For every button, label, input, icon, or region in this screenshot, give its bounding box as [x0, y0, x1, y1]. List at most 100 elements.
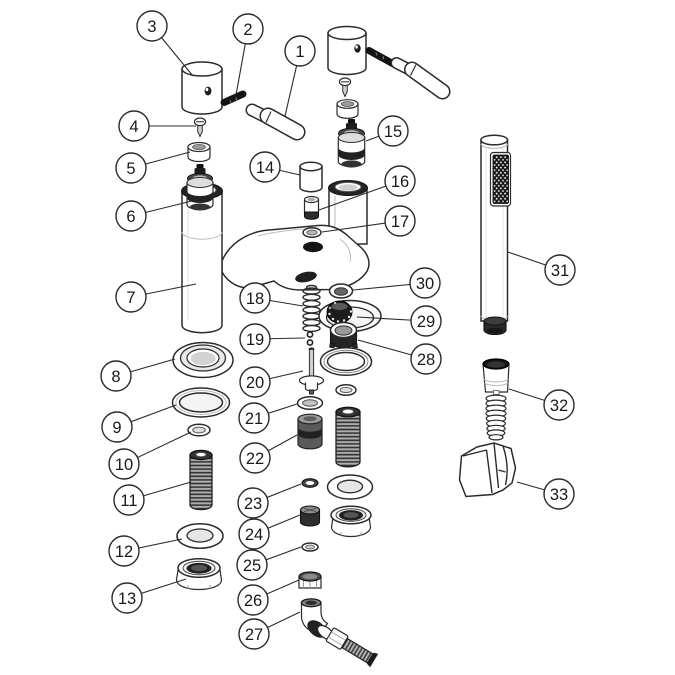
callout-circle: [249, 151, 281, 183]
shower-handset: [480, 134, 512, 336]
callout-number: 5: [126, 160, 135, 178]
callout-circle: [238, 618, 270, 650]
callout-number: 23: [244, 495, 262, 513]
check-valve: [297, 413, 323, 450]
wall-bracket: [458, 442, 517, 498]
diverter-gear: [326, 300, 353, 324]
callout-number: 13: [118, 590, 136, 608]
callout-30: 30: [352, 267, 441, 299]
callout-circle: [410, 343, 442, 375]
callout-layer: 1234567891011121314151617181920212223242…: [100, 10, 576, 650]
callout-21: 21: [238, 402, 298, 434]
washer-25: [301, 542, 319, 552]
callout-13: 13: [111, 578, 187, 614]
body-gasket: [319, 346, 373, 377]
callout-number: 6: [126, 208, 135, 226]
callout-circle: [239, 366, 271, 398]
callout-circle: [237, 487, 269, 519]
callout-circle: [237, 584, 269, 616]
callout-9: 9: [101, 404, 177, 443]
callout-number: 1: [295, 43, 304, 61]
shower-kit: [458, 134, 517, 498]
callout-number: 19: [246, 331, 264, 349]
valve-cartridge-right: [337, 119, 366, 168]
body-bridge: [221, 224, 370, 291]
spout-column: [318, 299, 382, 538]
callout-number: 18: [246, 290, 264, 308]
deck-port-hole: [303, 241, 323, 253]
callout-number: 31: [551, 262, 569, 280]
callout-circle: [409, 267, 441, 299]
callout-number: 14: [256, 159, 274, 177]
callout-number: 12: [115, 543, 133, 561]
callout-7: 7: [115, 281, 197, 313]
callout-26: 26: [237, 579, 300, 616]
backnut-center: [330, 505, 372, 538]
callout-number: 16: [391, 173, 409, 191]
callout-number: 24: [245, 526, 263, 544]
callout-circle: [238, 402, 270, 434]
callout-5: 5: [115, 151, 191, 184]
backnut-washer-left: [176, 522, 224, 550]
rod-o-ring: [296, 395, 324, 411]
handset-spray-face: [489, 151, 512, 207]
callout-circle: [410, 305, 442, 337]
hex-nut: [298, 571, 322, 589]
left-inlet-column: [171, 341, 234, 591]
callout-circle: [136, 10, 168, 42]
callout-circle: [108, 448, 140, 480]
handle-head-right: [327, 25, 367, 76]
handle-grub-pin-left: [220, 90, 247, 106]
callout-12: 12: [108, 535, 183, 567]
callout-circle: [239, 323, 271, 355]
callout-28: 28: [357, 339, 442, 375]
callout-circle: [236, 549, 268, 581]
callout-33: 33: [516, 478, 575, 510]
small-o-ring: [187, 423, 211, 437]
callout-25: 25: [236, 546, 302, 581]
micro-o-rings: [306, 331, 314, 346]
body-right-collar: [328, 180, 368, 196]
diverter-spring: [302, 284, 321, 333]
callout-number: 15: [384, 123, 402, 141]
callout-number: 27: [245, 626, 263, 644]
handle-head-left: [181, 61, 223, 115]
handle-bush-left: [187, 141, 211, 163]
callout-number: 21: [245, 410, 263, 428]
callout-2: 2: [232, 13, 264, 96]
callout-number: 22: [246, 450, 264, 468]
filter-cap: [299, 505, 321, 527]
callout-19: 19: [239, 323, 306, 355]
callout-circle: [100, 360, 132, 392]
diverter-column: [296, 284, 379, 668]
valve-cartridge-left: [186, 164, 214, 211]
hose-elbow: [300, 598, 379, 668]
callout-22: 22: [239, 434, 298, 474]
diverter-shroud: [299, 161, 323, 193]
callout-circle: [115, 200, 147, 232]
handle-bush-right: [336, 99, 359, 119]
callout-18: 18: [239, 282, 304, 314]
left-handle-assembly: [181, 61, 306, 211]
threaded-tail-left: [189, 449, 213, 511]
handle-grub-pin-right: [365, 47, 396, 67]
callout-circle: [108, 535, 140, 567]
callout-8: 8: [100, 358, 176, 392]
callout-circle: [239, 282, 271, 314]
callout-number: 17: [391, 213, 409, 231]
callout-16: 16: [318, 165, 416, 211]
callout-number: 25: [243, 557, 261, 575]
base-o-ring: [171, 387, 231, 418]
callout-circle: [115, 152, 147, 184]
callout-circle: [284, 35, 316, 67]
handle-screw-left: [193, 117, 207, 138]
callout-1: 1: [284, 35, 316, 117]
callout-circle: [101, 411, 133, 443]
callout-6: 6: [115, 199, 197, 232]
callout-circle: [384, 165, 416, 197]
handle-lever-left: [245, 103, 306, 141]
callout-20: 20: [239, 366, 304, 398]
callout-circle: [111, 582, 143, 614]
